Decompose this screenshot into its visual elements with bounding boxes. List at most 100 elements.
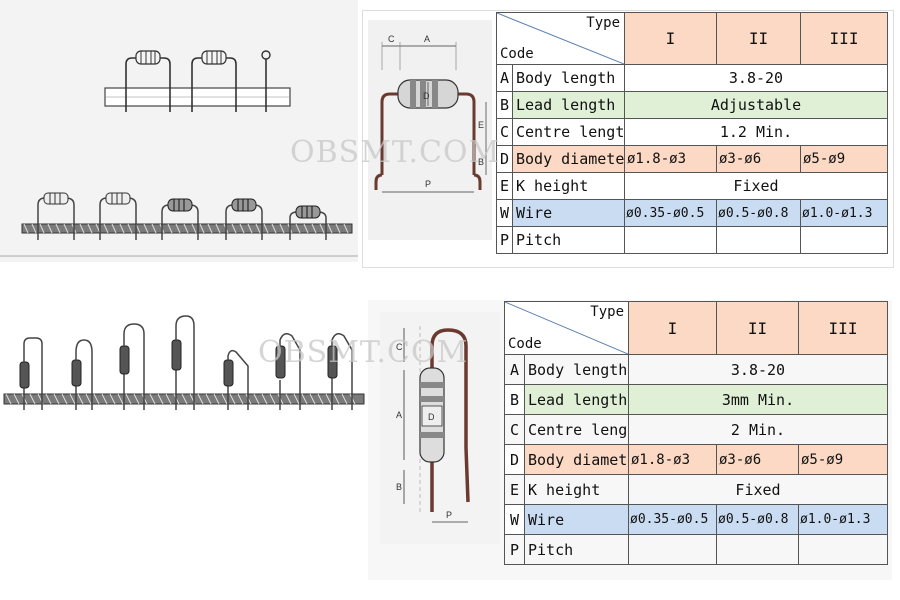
row-code: D bbox=[504, 444, 525, 475]
row-code: A bbox=[496, 64, 513, 92]
top-left-panel bbox=[0, 0, 358, 262]
row-value: ø0.5-ø0.8 bbox=[716, 199, 801, 227]
dim-p-label: P bbox=[425, 179, 431, 189]
rod-resistor-3 bbox=[161, 198, 199, 240]
row-name: Wire bbox=[524, 504, 629, 535]
threaded-rod-upper bbox=[21, 223, 353, 234]
row-value: ø3-ø6 bbox=[716, 444, 799, 475]
code-label: Code bbox=[508, 336, 542, 352]
formed-resistor-2 bbox=[191, 50, 237, 112]
radial-forming-illustration bbox=[3, 315, 365, 410]
dim-b-label: B bbox=[396, 482, 402, 492]
rod-resistor-4 bbox=[225, 198, 263, 240]
col-header-i: I bbox=[624, 12, 717, 65]
row-name: Lead length bbox=[512, 91, 625, 119]
type-code-header: Type Code bbox=[504, 301, 629, 355]
row-code: B bbox=[496, 91, 513, 119]
row-value bbox=[798, 534, 888, 565]
watermark-bottom: OBSMT.COM bbox=[258, 335, 469, 370]
row-name: Body diameter bbox=[512, 145, 625, 173]
row-value: ø1.0-ø1.3 bbox=[800, 199, 888, 227]
row-value: ø5-ø9 bbox=[798, 444, 888, 475]
row-code: E bbox=[504, 474, 525, 505]
vertical-resistor-4 bbox=[171, 315, 195, 410]
table-row: C Centre length 2 Min. bbox=[504, 414, 888, 445]
bottom-dimension-drawing: C A B D P bbox=[380, 312, 500, 544]
row-code: W bbox=[496, 199, 513, 227]
row-code: A bbox=[504, 354, 525, 385]
dim-d-label: D bbox=[423, 91, 430, 101]
top-spec-table: Type Code I II III A Body length 3.8-20 … bbox=[496, 12, 888, 254]
dim-b-label: B bbox=[478, 157, 484, 167]
type-label: Type bbox=[586, 15, 620, 31]
row-value: ø0.35-ø0.5 bbox=[628, 504, 717, 535]
table-row: W Wire ø0.35-ø0.5 ø0.5-ø0.8 ø1.0-ø1.3 bbox=[504, 504, 888, 535]
vertical-resistor-1 bbox=[19, 337, 43, 410]
dim-d-label: D bbox=[428, 412, 435, 422]
code-label: Code bbox=[500, 46, 534, 62]
row-code: B bbox=[504, 384, 525, 415]
carrier-strip-upper bbox=[104, 87, 291, 107]
dim-c-label: C bbox=[388, 34, 395, 44]
bottom-spec-table: Type Code I II III A Body length 3.8-20 … bbox=[504, 301, 888, 565]
type-label: Type bbox=[590, 304, 624, 320]
row-name: Centre length bbox=[512, 118, 625, 146]
row-value: Fixed bbox=[624, 172, 888, 200]
row-name: Pitch bbox=[524, 534, 629, 565]
threaded-rod-lower bbox=[3, 393, 365, 405]
col-header-i: I bbox=[628, 301, 717, 355]
table-row: A Body length 3.8-20 bbox=[496, 64, 888, 92]
col-header-ii: II bbox=[716, 301, 799, 355]
row-code: C bbox=[504, 414, 525, 445]
row-value: ø0.35-ø0.5 bbox=[624, 199, 717, 227]
formed-resistor-1 bbox=[125, 50, 171, 112]
rod-resistor-2 bbox=[99, 192, 137, 240]
dim-a-label: A bbox=[424, 34, 430, 44]
table-row: D Body diameter ø1.8-ø3 ø3-ø6 ø5-ø9 bbox=[504, 444, 888, 475]
row-value bbox=[716, 534, 799, 565]
row-name: Centre length bbox=[524, 414, 629, 445]
col-header-iii: III bbox=[798, 301, 888, 355]
row-value: 1.2 Min. bbox=[624, 118, 888, 146]
row-value: ø3-ø6 bbox=[716, 145, 801, 173]
dim-e-label: E bbox=[478, 120, 484, 130]
row-value: ø1.0-ø1.3 bbox=[798, 504, 888, 535]
rod-resistor-1 bbox=[37, 192, 75, 240]
axial-forming-illustration bbox=[0, 50, 358, 257]
vertical-resistor-2 bbox=[71, 339, 93, 410]
table-row: E K height Fixed bbox=[504, 474, 888, 505]
row-code: W bbox=[504, 504, 525, 535]
row-name: Wire bbox=[512, 199, 625, 227]
vertical-resistor-3 bbox=[119, 323, 145, 410]
row-value: Fixed bbox=[628, 474, 888, 505]
table-row: C Centre length 1.2 Min. bbox=[496, 118, 888, 146]
row-name: Pitch bbox=[512, 226, 625, 254]
row-value bbox=[628, 534, 717, 565]
row-value bbox=[624, 226, 717, 254]
top-dimension-drawing: C A D E B P bbox=[368, 20, 492, 240]
dim-c-label: C bbox=[396, 342, 403, 352]
table-row: A Body length 3.8-20 bbox=[504, 354, 888, 385]
row-value: 3.8-20 bbox=[628, 354, 888, 385]
row-code: P bbox=[496, 226, 513, 254]
row-name: Body length bbox=[512, 64, 625, 92]
type-code-header: Type Code bbox=[496, 12, 625, 65]
row-name: Body diameter bbox=[524, 444, 629, 475]
row-value: 3mm Min. bbox=[628, 384, 888, 415]
vertical-resistor-6 bbox=[275, 333, 301, 410]
row-value: 2 Min. bbox=[628, 414, 888, 445]
row-code: E bbox=[496, 172, 513, 200]
row-value bbox=[800, 226, 888, 254]
table-row: P Pitch bbox=[504, 534, 888, 565]
table-row: D Body diameter ø1.8-ø3 ø3-ø6 ø5-ø9 bbox=[496, 145, 888, 173]
col-header-ii: II bbox=[716, 12, 801, 65]
formed-resistor-end-view bbox=[261, 50, 271, 112]
row-value: 3.8-20 bbox=[624, 64, 888, 92]
row-name: K height bbox=[524, 474, 629, 505]
row-value: Adjustable bbox=[624, 91, 888, 119]
table-row: B Lead length Adjustable bbox=[496, 91, 888, 119]
rod-resistor-5 bbox=[289, 205, 327, 240]
watermark-top: OBSMT.COM bbox=[290, 135, 501, 170]
vertical-resistor-7 bbox=[327, 333, 353, 410]
dim-a-label: A bbox=[396, 410, 402, 420]
